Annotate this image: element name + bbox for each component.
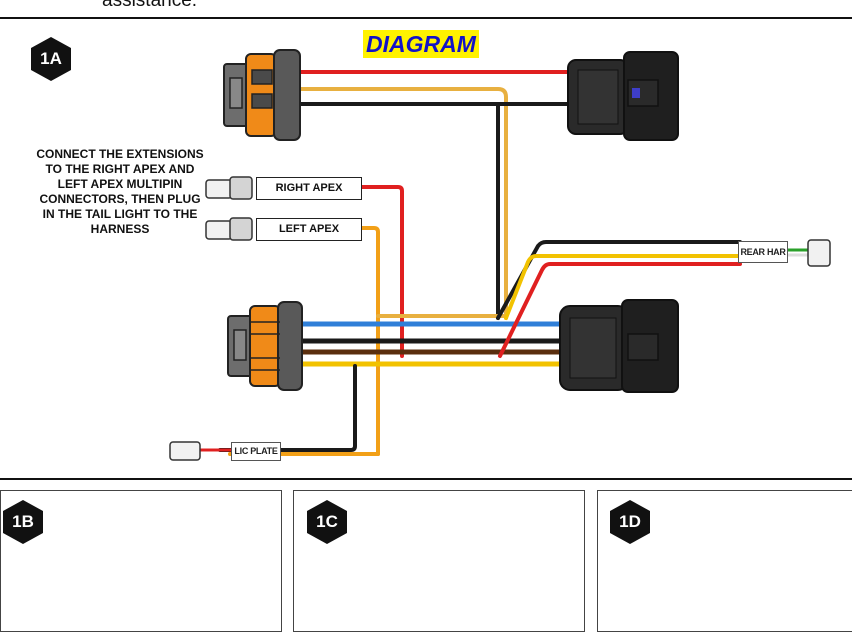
wire-yellow-top [298,87,508,320]
left-apex-label: LEFT APEX [256,218,362,241]
wire-black-plate [218,364,357,452]
license-plate-plug [169,441,201,461]
rear-harness-plug [807,239,831,267]
top-left-connector [223,49,301,141]
badge-1a: 1A [28,36,74,82]
wire-red-rear [498,262,742,358]
diagram-instructions: CONNECT THE EXTENSIONS TO THE RIGHT APEX… [36,147,204,236]
top-divider [0,17,852,19]
left-apex-plug [205,217,253,241]
rear-harness-label: REAR HAR [738,241,788,263]
right-apex-plug [205,176,253,200]
wire-red-right-apex [360,185,404,358]
badge-1c: 1C [304,499,350,545]
top-right-connector [567,51,679,141]
badge-1b: 1B [0,499,46,545]
bottom-divider [0,478,852,480]
license-plate-label: LIC PLATE [231,442,281,461]
panel-1b [0,490,282,632]
badge-1d: 1D [607,499,653,545]
wire-yellow-rear [504,254,742,320]
diagram-title: DIAGRAM [363,30,479,58]
page-text-fragment: assistance. [102,0,198,11]
lower-left-connector [227,301,303,391]
lower-right-connector [559,299,679,393]
wire-orange-left-apex [360,226,380,456]
right-apex-label: RIGHT APEX [256,177,362,200]
wire-black-rear [496,240,742,320]
